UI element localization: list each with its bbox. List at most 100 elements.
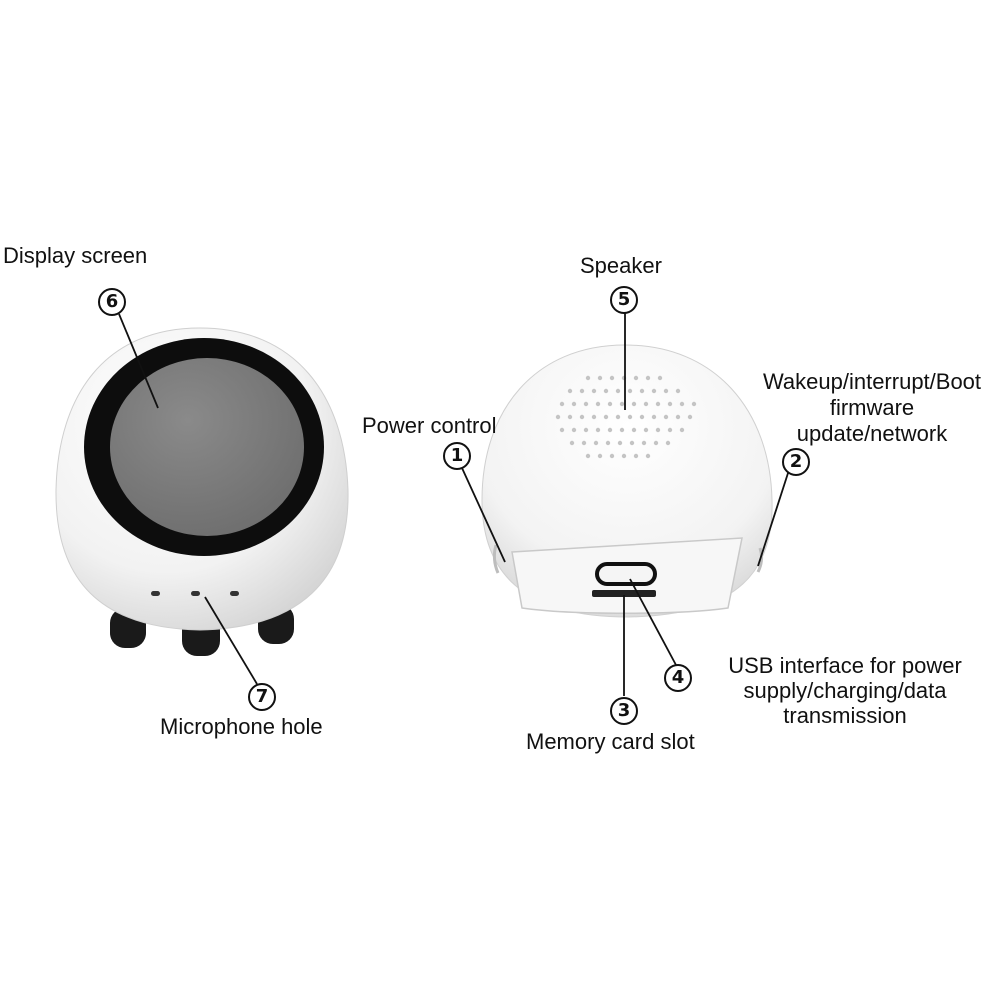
speaker-hole (615, 414, 621, 420)
speaker-hole (631, 401, 637, 407)
label-wakeup-line-1: Wakeup/interrupt/Boot (762, 369, 982, 394)
speaker-hole (569, 440, 575, 446)
label-wakeup-line-3: update/network (796, 421, 948, 446)
speaker-hole (653, 440, 659, 446)
speaker-hole (617, 440, 623, 446)
mic-hole-middle (191, 591, 200, 596)
speaker-hole (627, 388, 633, 394)
speaker-hole (663, 388, 669, 394)
usb-c-port (595, 562, 657, 586)
speaker-hole (603, 414, 609, 420)
speaker-hole (595, 401, 601, 407)
label-speaker: Speaker (580, 253, 662, 278)
marker-2: 2 (782, 448, 810, 476)
speaker-hole (591, 414, 597, 420)
leader-usb (629, 578, 677, 666)
speaker-hole (615, 388, 621, 394)
speaker-hole (627, 414, 633, 420)
speaker-hole (633, 375, 639, 381)
speaker-hole (675, 414, 681, 420)
label-display-screen: Display screen (3, 243, 148, 268)
speaker-hole (609, 375, 615, 381)
speaker-hole (691, 401, 697, 407)
speaker-hole (609, 453, 615, 459)
leader-power-control (461, 467, 506, 563)
speaker-hole (619, 427, 625, 433)
speaker-hole (629, 440, 635, 446)
marker-4: 4 (664, 664, 692, 692)
marker-6: 6 (98, 288, 126, 316)
speaker-hole (687, 414, 693, 420)
speaker-hole (655, 401, 661, 407)
speaker-hole (579, 414, 585, 420)
speaker-hole (603, 388, 609, 394)
speaker-hole (633, 453, 639, 459)
speaker-hole (607, 401, 613, 407)
mic-hole-left (151, 591, 160, 596)
label-power-control: Power control (362, 413, 497, 438)
leader-microphone-hole (204, 596, 258, 685)
leader-lines (118, 312, 790, 696)
leader-wakeup (757, 469, 790, 567)
speaker-hole (571, 401, 577, 407)
label-usb-line-1: USB interface for power (728, 653, 962, 678)
speaker-hole (641, 440, 647, 446)
speaker-hole (619, 401, 625, 407)
memory-card-slot-opening (592, 590, 656, 597)
speaker-hole (631, 427, 637, 433)
speaker-grille (555, 375, 697, 459)
speaker-hole (555, 414, 561, 420)
speaker-hole (605, 440, 611, 446)
speaker-hole (607, 427, 613, 433)
marker-1: 1 (443, 442, 471, 470)
speaker-hole (679, 427, 685, 433)
speaker-hole (639, 414, 645, 420)
label-wakeup-line-2: firmware (829, 395, 915, 420)
speaker-hole (667, 401, 673, 407)
front-device (55, 327, 349, 656)
speaker-hole (567, 414, 573, 420)
speaker-hole (583, 401, 589, 407)
speaker-hole (655, 427, 661, 433)
speaker-hole (583, 427, 589, 433)
marker-3: 3 (610, 697, 638, 725)
speaker-hole (571, 427, 577, 433)
speaker-hole (567, 388, 573, 394)
speaker-hole (639, 388, 645, 394)
speaker-hole (663, 414, 669, 420)
speaker-hole (595, 427, 601, 433)
speaker-hole (559, 427, 565, 433)
speaker-hole (585, 453, 591, 459)
speaker-hole (597, 375, 603, 381)
label-usb-line-3: transmission (783, 703, 907, 728)
back-device (481, 344, 773, 618)
speaker-hole (665, 440, 671, 446)
marker-5: 5 (610, 286, 638, 314)
speaker-hole (581, 440, 587, 446)
label-microphone-hole: Microphone hole (160, 714, 323, 739)
speaker-hole (591, 388, 597, 394)
speaker-hole (585, 375, 591, 381)
power-button (492, 544, 500, 574)
speaker-hole (651, 388, 657, 394)
speaker-hole (579, 388, 585, 394)
label-usb-line-2: supply/charging/data (743, 678, 947, 703)
speaker-hole (657, 375, 663, 381)
speaker-hole (559, 401, 565, 407)
speaker-hole (667, 427, 673, 433)
label-memory-card-slot: Memory card slot (526, 729, 695, 754)
wakeup-button (756, 547, 764, 573)
speaker-hole (679, 401, 685, 407)
speaker-hole (675, 388, 681, 394)
speaker-hole (643, 401, 649, 407)
speaker-hole (621, 453, 627, 459)
mic-hole-right (230, 591, 239, 596)
speaker-hole (597, 453, 603, 459)
speaker-hole (593, 440, 599, 446)
speaker-hole (645, 453, 651, 459)
display-screen-glass (110, 358, 304, 536)
speaker-hole (645, 375, 651, 381)
marker-7: 7 (248, 683, 276, 711)
